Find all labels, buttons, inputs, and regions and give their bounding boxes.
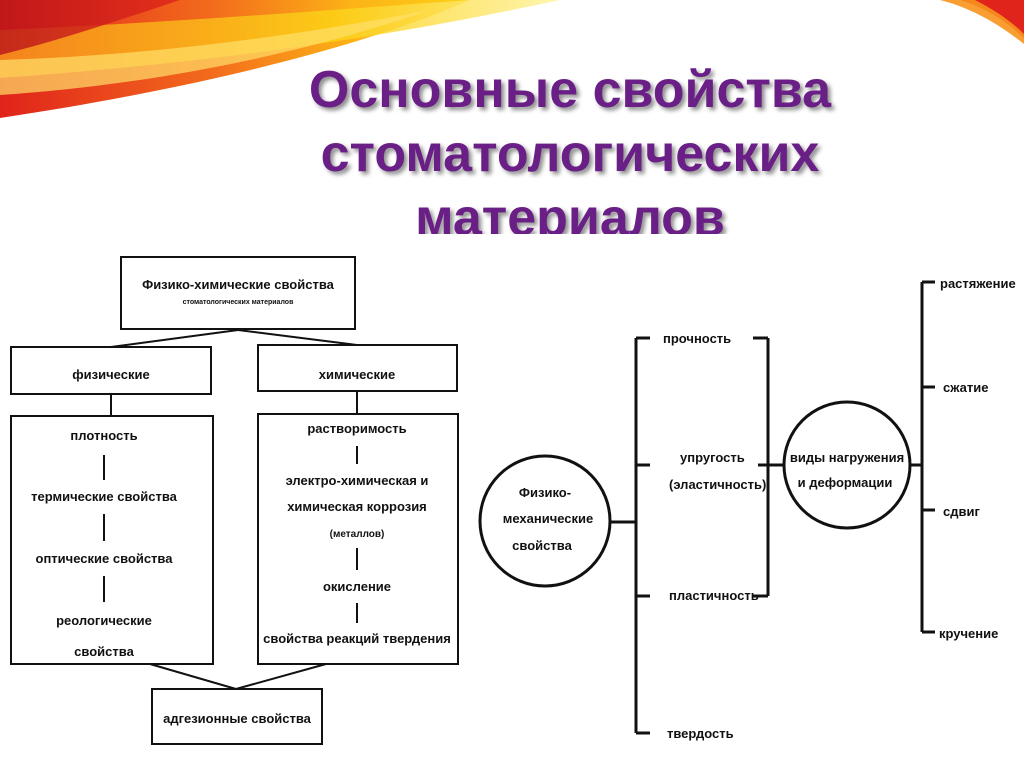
- loading-node-line-2: и деформации: [798, 475, 893, 490]
- chemical-item-corrosion-1: электро-химическая и: [286, 473, 429, 488]
- physical-item-rheological-1: реологические: [56, 613, 152, 628]
- chemical-item-corrosion-3: (металлов): [330, 529, 385, 540]
- chemical-item-setting: свойства реакций твердения: [263, 631, 451, 646]
- root-subtitle: стоматологических материалов: [183, 299, 294, 306]
- loading-node-line-1: виды нагружения: [790, 450, 904, 465]
- physical-item-density: плотность: [70, 428, 137, 443]
- property-elasticity-2: (эластичность): [669, 477, 766, 492]
- title-line-2: стоматологических: [320, 125, 820, 183]
- center-node-line-1: Физико-: [519, 485, 571, 500]
- slide-title: Основные свойства стоматологических мате…: [250, 58, 890, 234]
- adhesion-box: [151, 688, 323, 745]
- physical-item-thermal: термические свойства: [31, 489, 178, 504]
- physical-item-rheological-2: свойства: [74, 644, 134, 659]
- root-box: [120, 256, 356, 330]
- physical-item-optical: оптические свойства: [36, 551, 174, 566]
- root-title: Физико-химические свойства: [142, 277, 335, 292]
- property-strength: прочность: [663, 331, 731, 346]
- loading-compression: сжатие: [943, 380, 988, 395]
- loading-shear: сдвиг: [943, 504, 980, 519]
- chemical-header-box: [257, 344, 458, 392]
- center-node-line-2: механические: [503, 511, 594, 526]
- decorative-ribbon: [0, 0, 1024, 118]
- property-hardness: твердость: [667, 726, 734, 741]
- loading-torsion: кручение: [939, 626, 998, 641]
- loading-node-circle: [782, 400, 912, 530]
- loading-tension: растяжение: [940, 276, 1016, 291]
- title-line-1: Основные свойства: [308, 61, 832, 119]
- chemical-item-solubility: растворимость: [307, 421, 406, 436]
- chemical-header: химические: [319, 367, 395, 382]
- physical-header: физические: [72, 367, 149, 382]
- adhesion-label: адгезионные свойства: [163, 711, 312, 726]
- chemical-item-oxidation: окисление: [323, 579, 391, 594]
- center-node-line-3: свойства: [512, 538, 572, 553]
- physical-header-box: [10, 346, 212, 395]
- title-line-3: материалов: [415, 189, 725, 234]
- chemical-item-corrosion-2: химическая коррозия: [287, 499, 427, 514]
- property-elasticity-1: упругость: [680, 450, 745, 465]
- property-plasticity: пластичность: [669, 588, 759, 603]
- physical-list-box: [10, 415, 214, 665]
